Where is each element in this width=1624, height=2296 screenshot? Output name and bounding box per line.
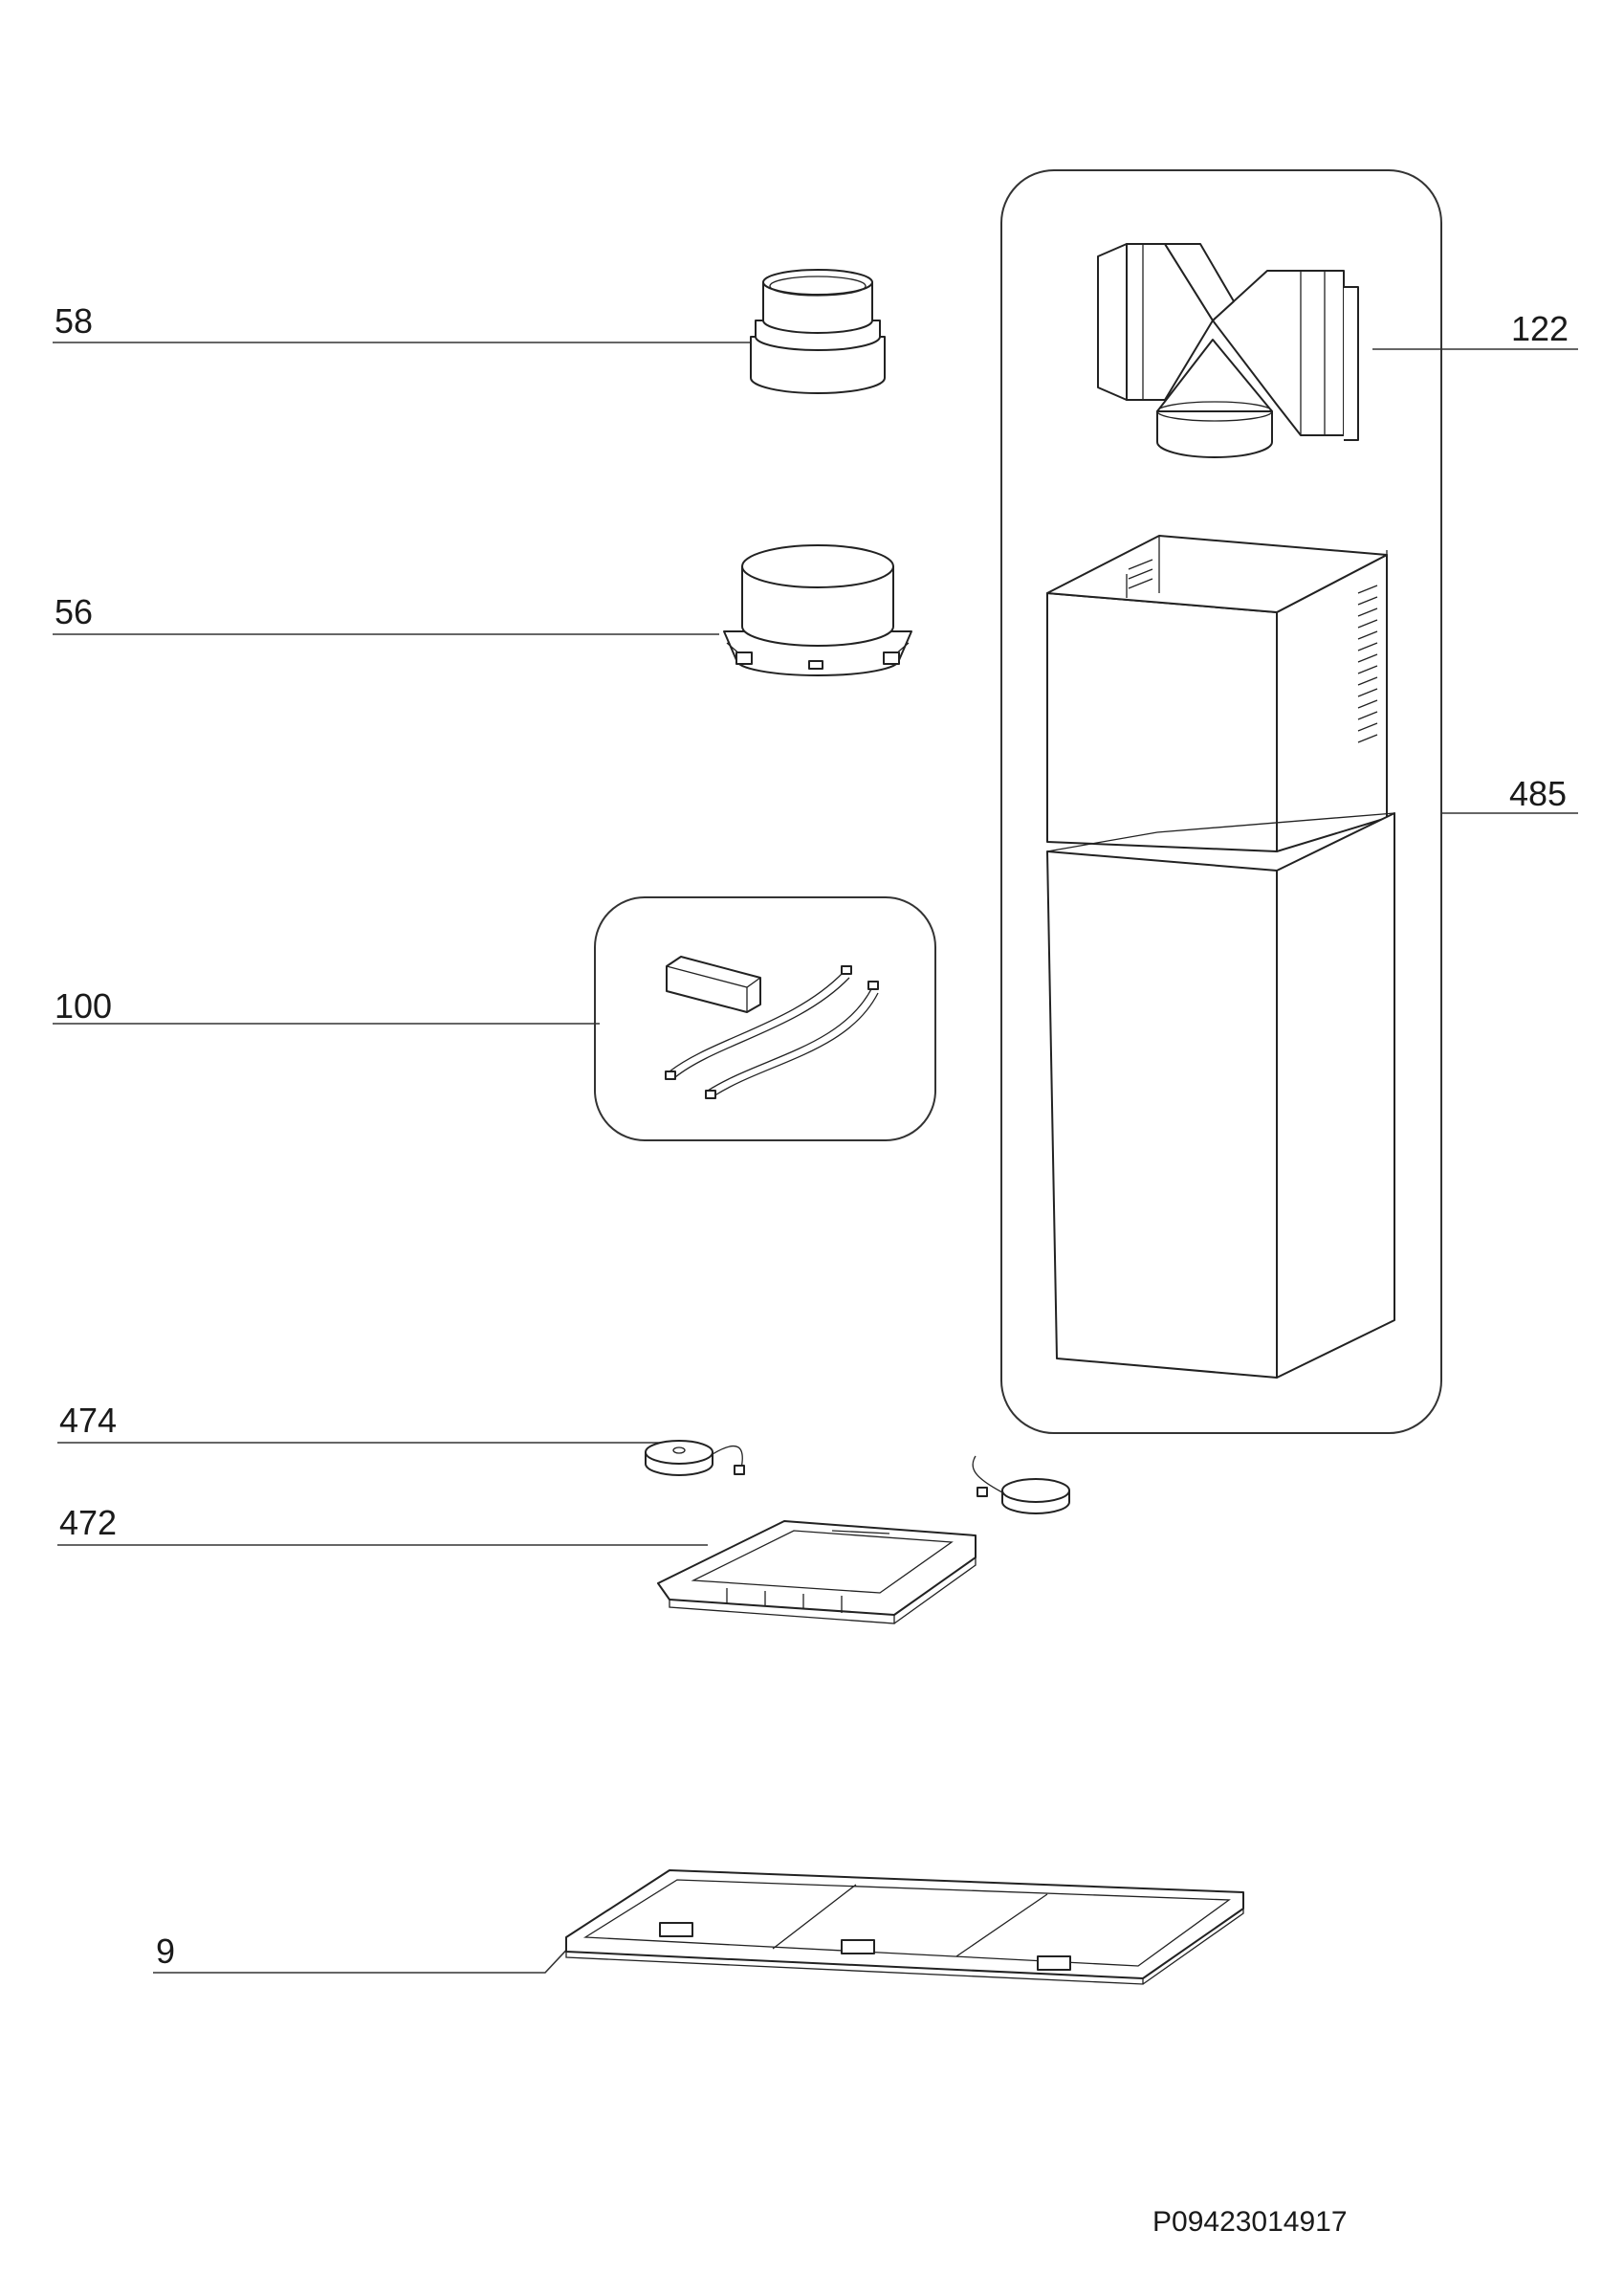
callout-472: 472 xyxy=(59,1503,118,1542)
group-frame-485 xyxy=(1000,169,1442,1434)
part-100-cable-kit xyxy=(665,956,879,1099)
part-9-filters xyxy=(565,1869,1244,1985)
callout-474: 474 xyxy=(59,1401,118,1440)
callout-56: 56 xyxy=(55,592,94,631)
part-122-t-connector xyxy=(1097,243,1359,458)
part-58-reducer xyxy=(750,269,886,394)
part-485-chimney xyxy=(1046,535,1395,1379)
callout-9: 9 xyxy=(156,1932,176,1971)
part-472-frame xyxy=(657,1520,977,1624)
callout-100: 100 xyxy=(55,986,113,1026)
vent-slots-upper xyxy=(1128,559,1378,743)
document-number: P09423014917 xyxy=(1152,2206,1348,2238)
part-474-lamps xyxy=(645,1440,1070,1514)
callout-122: 122 xyxy=(1511,309,1569,348)
callout-485: 485 xyxy=(1509,774,1568,813)
leader-lines xyxy=(53,342,1578,1974)
callout-58: 58 xyxy=(55,301,94,341)
group-frame-100 xyxy=(594,896,936,1141)
part-56-housing xyxy=(723,544,912,676)
leader-line-9 xyxy=(153,1941,575,1974)
